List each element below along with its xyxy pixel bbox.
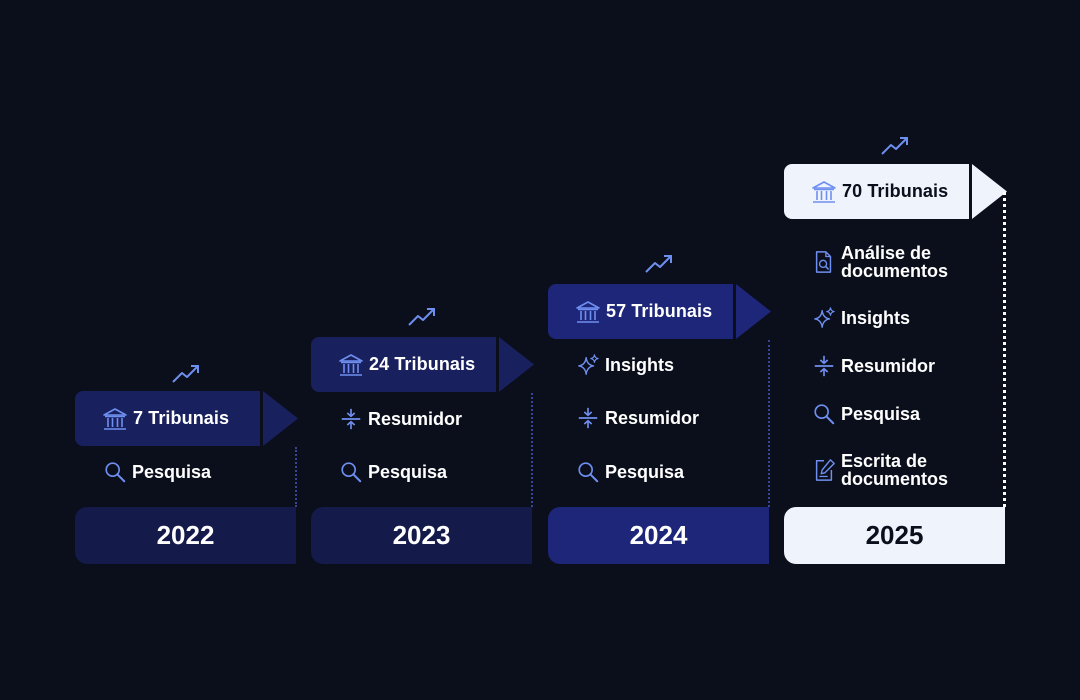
dotted-connector: [768, 340, 770, 507]
feature-label: Pesquisa: [368, 462, 448, 482]
courthouse-icon: [575, 299, 601, 325]
courts-count: 70 Tribunais: [842, 181, 949, 201]
trending-up-icon: [406, 305, 438, 329]
document-search-icon: [811, 249, 837, 275]
timeline-column-2023: 24 Tribunais Resumidor Pesquisa 2023: [311, 0, 536, 700]
trending-up-icon: [643, 252, 675, 276]
courts-card: 70 Tribunais: [784, 164, 969, 219]
feature-label-line: documentos: [841, 469, 949, 489]
timeline-column-2025: 70 Tribunais Análise de documentos Insig…: [784, 0, 1009, 700]
year-label: 2023: [311, 507, 532, 564]
feature-label: Pesquisa: [841, 404, 921, 424]
courthouse-icon: [338, 352, 364, 378]
search-icon: [102, 459, 128, 485]
feature-insights: Insights: [811, 305, 910, 331]
courthouse-icon: [102, 406, 128, 432]
sparkles-icon: [811, 305, 837, 331]
year-label: 2022: [75, 507, 296, 564]
timeline-column-2024: 57 Tribunais Insights Resumidor Pesquisa…: [548, 0, 773, 700]
dotted-connector: [531, 393, 533, 507]
document-edit-icon: [811, 457, 837, 483]
compress-icon: [811, 353, 837, 379]
dotted-connector: [1003, 192, 1006, 507]
feature-summarizer: Resumidor: [811, 353, 935, 379]
trending-up-icon: [170, 362, 202, 386]
arrow-head: [260, 391, 300, 446]
feature-label: Resumidor: [368, 409, 463, 429]
arrow-head: [733, 284, 773, 339]
arrow-head: [969, 164, 1009, 219]
courts-card: 57 Tribunais: [548, 284, 733, 339]
search-icon: [811, 401, 837, 427]
trending-up-icon: [879, 134, 911, 158]
year-label: 2025: [784, 507, 1005, 564]
courthouse-icon: [811, 179, 837, 205]
courts-card: 24 Tribunais: [311, 337, 496, 392]
search-icon: [338, 459, 364, 485]
feature-label: Resumidor: [841, 356, 936, 376]
feature-search: Pesquisa: [811, 401, 920, 427]
feature-document-analysis: Análise de documentos: [811, 244, 948, 280]
feature-insights: Insights: [575, 352, 674, 378]
dotted-connector: [295, 447, 297, 507]
courts-count: 24 Tribunais: [369, 354, 476, 374]
courts-count: 7 Tribunais: [133, 408, 230, 428]
feature-search: Pesquisa: [338, 459, 447, 485]
feature-document-writing: Escrita de documentos: [811, 452, 948, 488]
compress-icon: [338, 406, 364, 432]
feature-label: Pesquisa: [132, 462, 212, 482]
courts-card: 7 Tribunais: [75, 391, 260, 446]
feature-label: Insights: [605, 355, 675, 375]
feature-summarizer: Resumidor: [338, 406, 462, 432]
feature-search: Pesquisa: [102, 459, 211, 485]
search-icon: [575, 459, 601, 485]
feature-label-line: documentos: [841, 261, 949, 281]
feature-label-line: Análise de: [841, 243, 932, 263]
feature-label: Insights: [841, 308, 911, 328]
courts-count: 57 Tribunais: [606, 301, 713, 321]
timeline-column-2022: 7 Tribunais Pesquisa 2022: [75, 0, 300, 700]
feature-label: Resumidor: [605, 408, 700, 428]
feature-label-line: Escrita de: [841, 451, 928, 471]
year-label: 2024: [548, 507, 769, 564]
feature-search: Pesquisa: [575, 459, 684, 485]
sparkles-icon: [575, 352, 601, 378]
feature-summarizer: Resumidor: [575, 405, 699, 431]
feature-label: Pesquisa: [605, 462, 685, 482]
compress-icon: [575, 405, 601, 431]
arrow-head: [496, 337, 536, 392]
